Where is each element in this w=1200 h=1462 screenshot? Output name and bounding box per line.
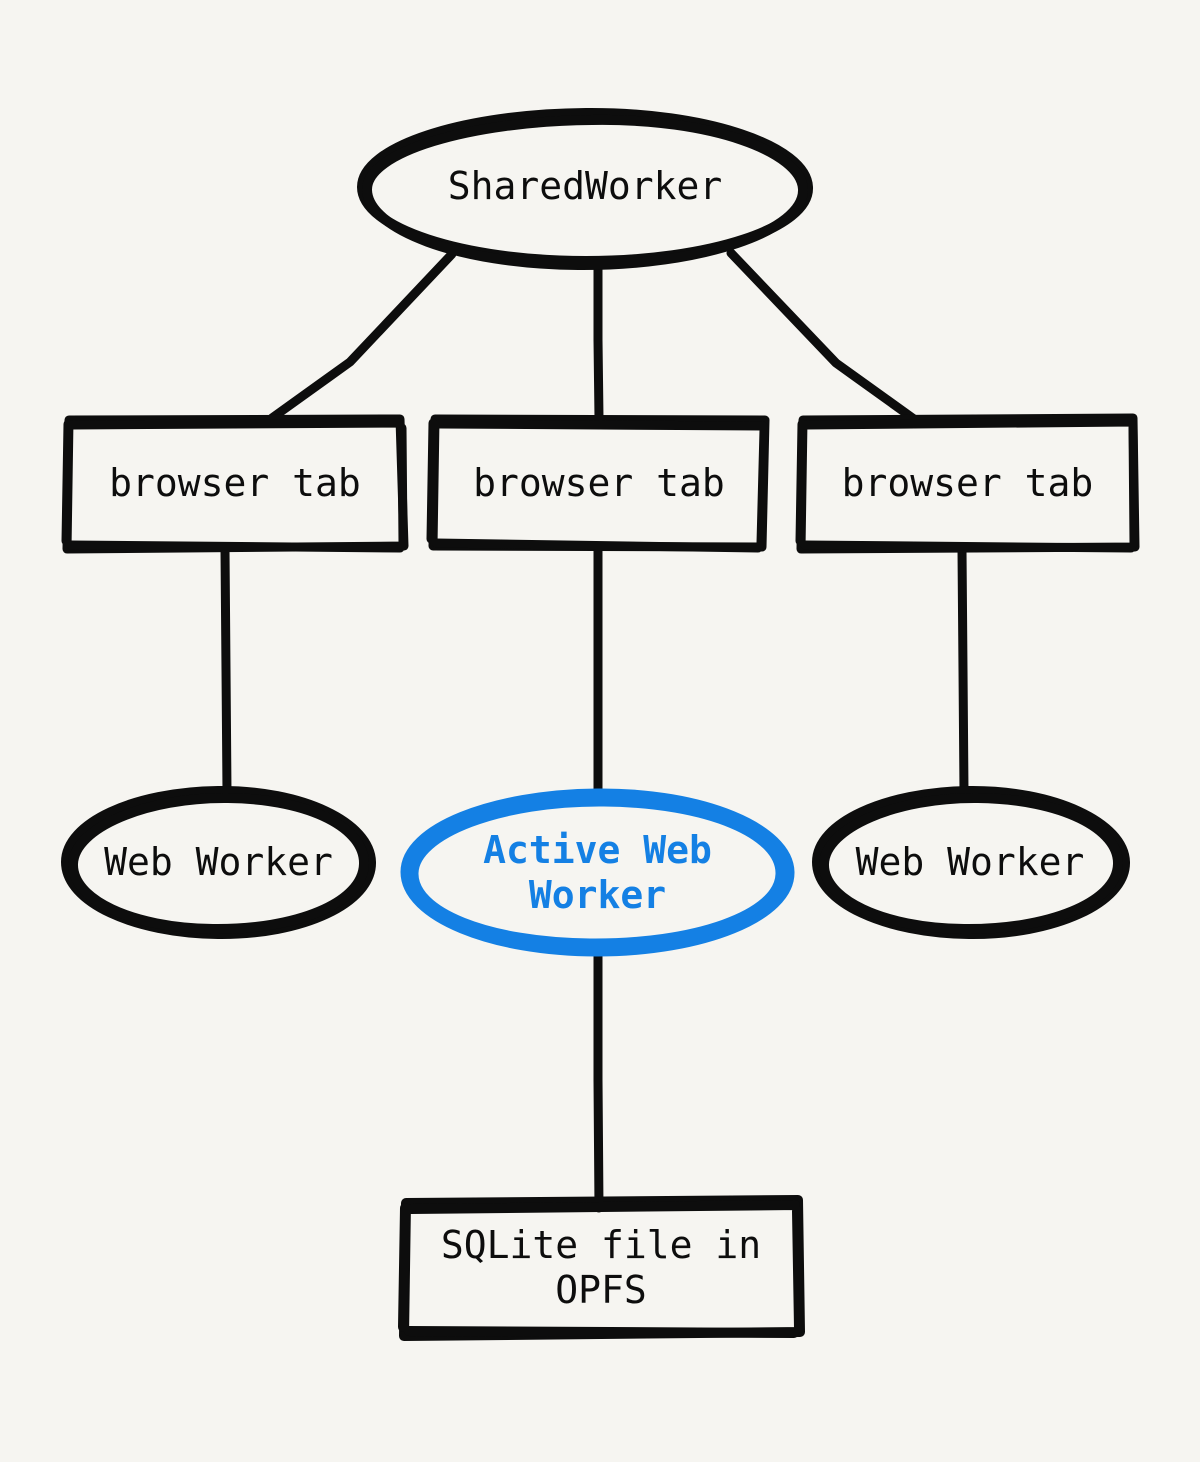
edge-sharedworker-tab1 [267, 249, 457, 423]
edge-worker2-sqlite [593, 943, 604, 1213]
edge-tab1-worker1 [220, 545, 232, 797]
edge-tab3-worker3 [957, 545, 969, 797]
node-shape-browser-tab-2[interactable] [426, 414, 770, 553]
node-shape-web-worker-2[interactable] [400, 788, 795, 957]
node-shape-web-worker-1[interactable] [61, 785, 377, 940]
node-shape-shared-worker[interactable] [357, 107, 814, 271]
edge-group [220, 248, 969, 1213]
edge-sharedworker-tab2 [593, 257, 604, 423]
node-shape-sqlite-file[interactable] [398, 1195, 805, 1341]
node-shape-browser-tab-3[interactable] [795, 413, 1140, 554]
node-shape-browser-tab-1[interactable] [61, 414, 409, 554]
node-shape-web-worker-3[interactable] [812, 785, 1131, 940]
edge-sharedworker-tab3 [726, 248, 919, 424]
